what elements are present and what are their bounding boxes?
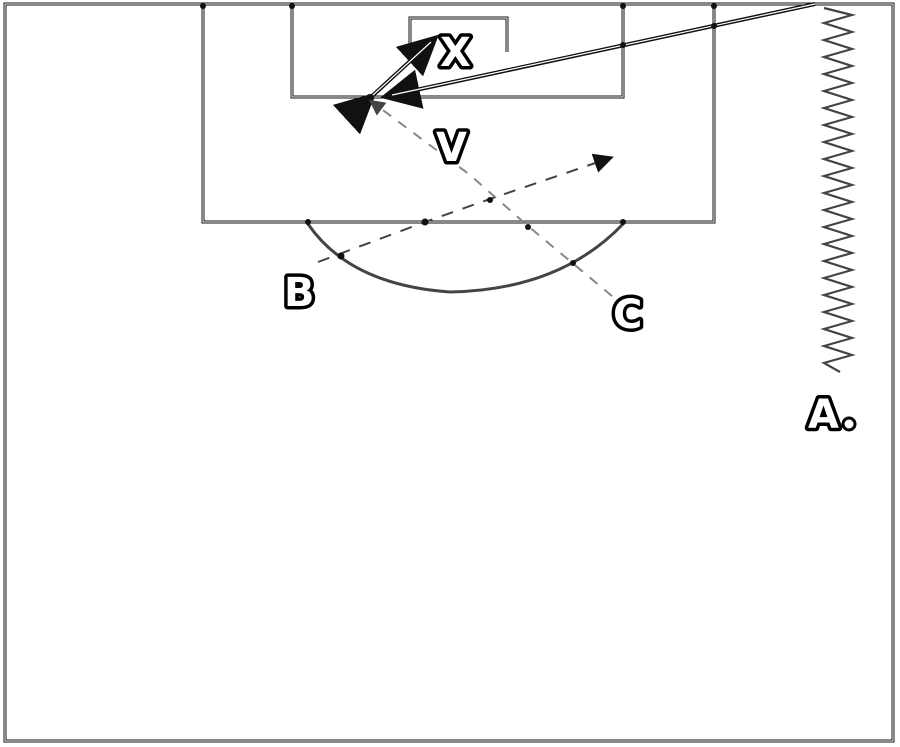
goal-area	[290, 4, 625, 99]
pitch-boundary	[3, 2, 895, 743]
ball	[841, 416, 857, 432]
run-path-c	[368, 99, 613, 297]
label-x: X	[440, 30, 471, 76]
label-a: A	[808, 392, 839, 438]
penalty-arc	[306, 222, 625, 294]
penalty-area	[201, 4, 716, 224]
line-junction-dots	[200, 3, 717, 225]
label-b: B	[284, 270, 315, 316]
label-c: C	[613, 292, 642, 338]
run-markers	[337, 197, 576, 266]
cross-pass	[380, 2, 816, 109]
label-v: V	[436, 125, 467, 171]
dribble-path-a	[820, 6, 857, 373]
run-path-b	[317, 153, 614, 263]
